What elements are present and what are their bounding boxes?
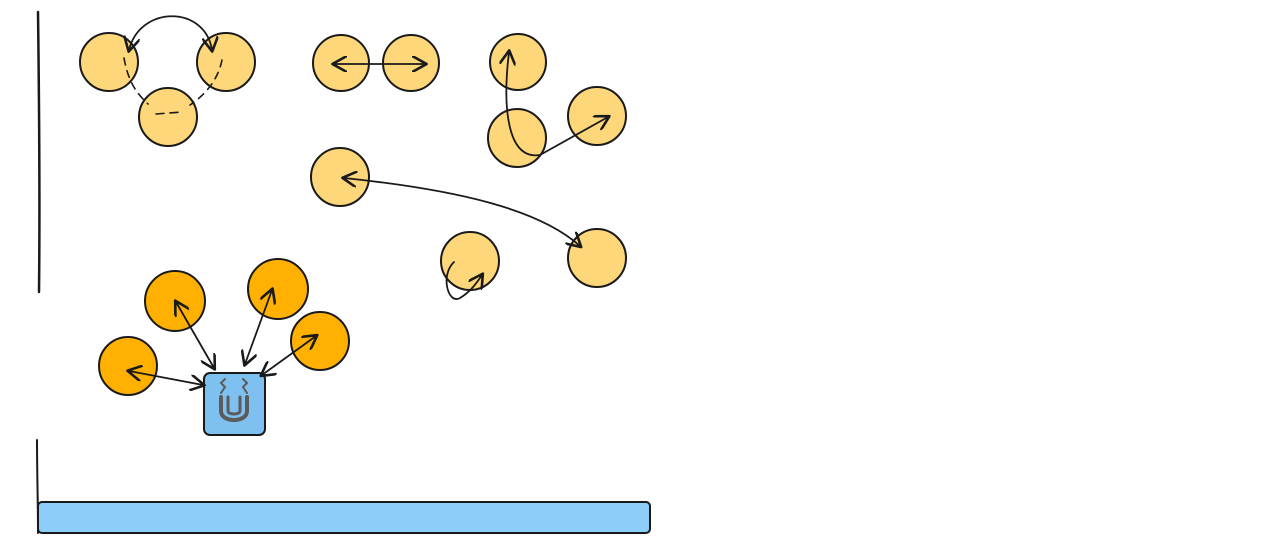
dashed-link xyxy=(155,111,183,115)
node[interactable] xyxy=(138,87,198,147)
node[interactable] xyxy=(567,86,627,146)
dashed-link xyxy=(189,59,223,106)
triangle-cluster xyxy=(79,15,256,147)
left-guide-line-upper xyxy=(36,10,41,294)
node[interactable] xyxy=(312,34,370,92)
self-loop-arrow xyxy=(445,261,482,300)
double-headed-arrow xyxy=(262,336,316,375)
bidirectional-pair xyxy=(312,34,440,92)
curved-arrow xyxy=(506,52,541,157)
double-headed-arrow xyxy=(129,371,203,385)
curved-pair xyxy=(487,33,627,168)
node[interactable] xyxy=(310,147,370,207)
self-loop-node xyxy=(440,231,500,300)
floor-bar[interactable] xyxy=(37,501,651,534)
double-headed-arrow xyxy=(176,302,214,368)
magnet-box[interactable] xyxy=(203,372,266,436)
long-curved-arrow xyxy=(344,178,580,246)
node[interactable] xyxy=(489,33,547,91)
node[interactable] xyxy=(98,336,158,396)
double-headed-arrow xyxy=(245,290,272,364)
arc-arrow xyxy=(129,15,212,50)
node[interactable] xyxy=(440,231,500,291)
node[interactable] xyxy=(382,34,440,92)
long-link-pair xyxy=(310,147,627,288)
dashed-link xyxy=(123,57,149,105)
node[interactable] xyxy=(79,32,139,92)
magnet-cluster xyxy=(98,258,350,436)
node[interactable] xyxy=(196,32,256,92)
diagonal-arrow xyxy=(539,117,608,156)
node[interactable] xyxy=(487,108,547,168)
magnet-icon xyxy=(219,378,249,422)
node[interactable] xyxy=(567,228,627,288)
node[interactable] xyxy=(247,258,309,320)
node[interactable] xyxy=(290,311,350,371)
node[interactable] xyxy=(144,270,206,332)
